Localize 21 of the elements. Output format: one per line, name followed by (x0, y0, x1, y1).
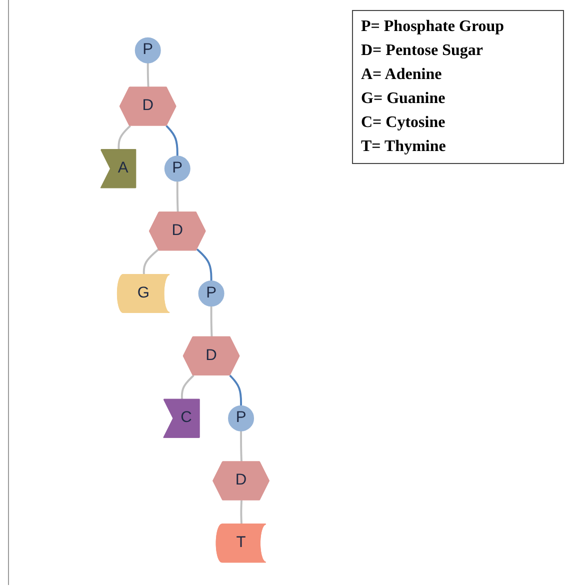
node-circle: P (198, 280, 224, 306)
connector (196, 248, 212, 281)
key-entry: C= Cytosine (361, 113, 446, 133)
node-circle: P (134, 37, 161, 64)
node-circle: P (228, 405, 254, 432)
connector (240, 500, 242, 525)
connector (180, 374, 194, 400)
key-entry: P= Phosphate Group (361, 17, 504, 37)
connector (229, 374, 242, 406)
connector (146, 62, 150, 88)
key-entry: A= Adenine (361, 65, 442, 85)
connector (166, 125, 178, 156)
key-entry: T= Thymine (361, 137, 446, 157)
key-entry: G= Guanine (361, 89, 446, 109)
connector (176, 181, 179, 213)
connector (118, 125, 132, 150)
connector (142, 248, 160, 275)
connector (240, 430, 242, 462)
key-entry: D= Pentose Sugar (361, 41, 483, 61)
connector (210, 306, 213, 338)
node-circle: P (164, 156, 190, 182)
